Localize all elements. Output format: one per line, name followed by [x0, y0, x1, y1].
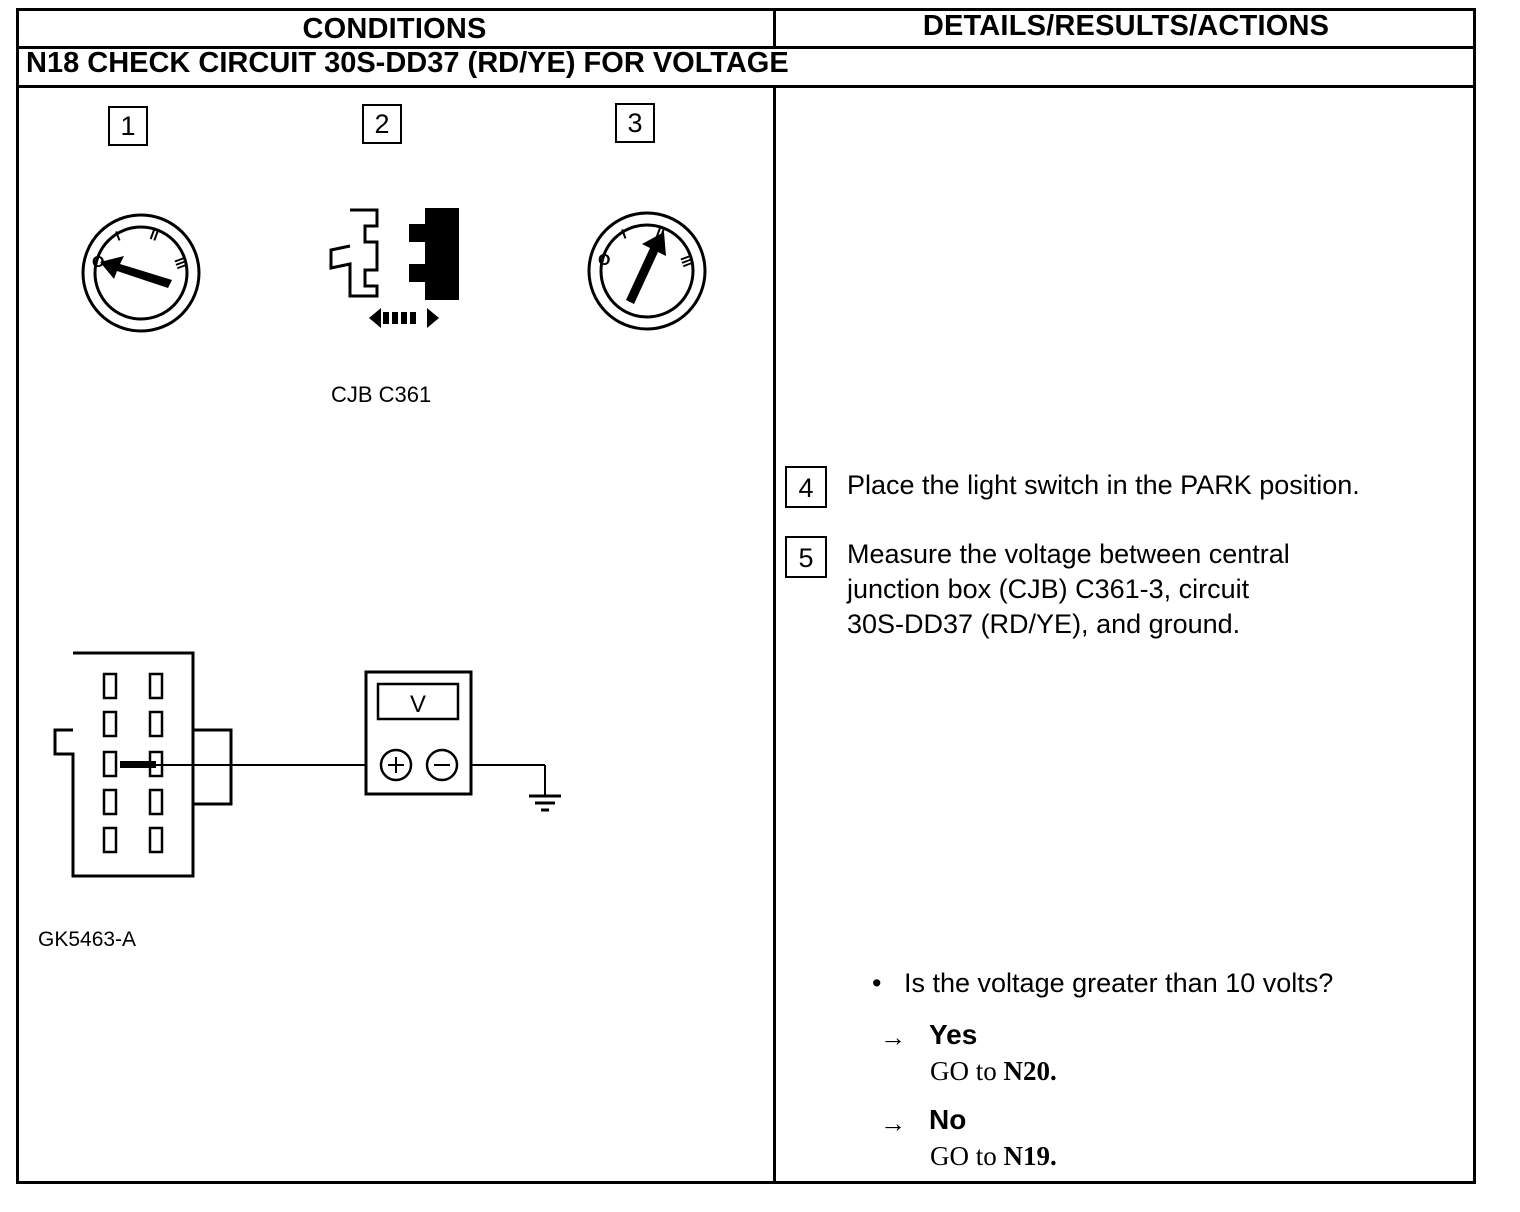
title-divider [16, 85, 1476, 88]
voltage-measurement-diagram: V [53, 651, 561, 878]
voltmeter-display-text: V [410, 691, 426, 718]
step-number-5: 5 [785, 536, 827, 578]
step-number-4: 4 [785, 466, 827, 508]
ignition-switch-off-icon: O I II III [81, 213, 201, 333]
question-text: Is the voltage greater than 10 volts? [904, 968, 1334, 998]
step-5-line-2: junction box (CJB) C361-3, circuit [847, 574, 1250, 604]
column-divider [773, 86, 776, 1184]
ignition-off-mark: O [92, 254, 104, 271]
ignition-start-mark: III [171, 256, 189, 271]
ignition-off-mark-2: O [598, 252, 610, 269]
step-number-2: 2 [362, 104, 402, 144]
figure-id: GK5463-A [38, 928, 137, 951]
conditions-header: CONDITIONS [302, 13, 487, 45]
yes-action-prefix: GO to [930, 1056, 1004, 1086]
ignition-start-mark-2: III [677, 254, 695, 269]
header-divider [16, 46, 1476, 49]
answer-yes: Yes [929, 1019, 978, 1050]
no-arrow: → [880, 1108, 906, 1138]
step-4-text: Place the light switch in the PARK posit… [847, 470, 1360, 500]
step-number-1: 1 [108, 106, 148, 146]
connector-disconnect-icon [329, 208, 459, 328]
details-header: DETAILS/RESULTS/ACTIONS [922, 10, 1330, 42]
table-frame [16, 8, 1476, 1184]
section-title: N18 CHECK CIRCUIT 30S-DD37 (RD/YE) FOR V… [26, 47, 789, 79]
voltmeter-display [376, 682, 460, 721]
connector-label: CJB C361 [331, 382, 432, 407]
ignition-acc-mark: I [113, 228, 122, 244]
answer-no: No [929, 1104, 967, 1135]
no-action: GO to N19. [930, 1141, 1057, 1172]
yes-action: GO to N20. [930, 1056, 1057, 1087]
header-column-divider [773, 8, 776, 48]
ignition-switch-run-icon: O I II III [587, 211, 707, 331]
yes-action-target: N20. [1003, 1056, 1057, 1086]
no-action-prefix: GO to [930, 1141, 1004, 1171]
step-number-3: 3 [615, 103, 655, 143]
yes-arrow: → [880, 1022, 906, 1052]
connector-latch [191, 728, 233, 806]
step-5-line-1: Measure the voltage between central [847, 539, 1290, 569]
question-bullet: • [872, 968, 882, 998]
ignition-acc-mark-2: I [619, 226, 628, 242]
step-5-line-3: 30S-DD37 (RD/YE), and ground. [847, 609, 1241, 639]
no-action-target: N19. [1003, 1141, 1057, 1171]
